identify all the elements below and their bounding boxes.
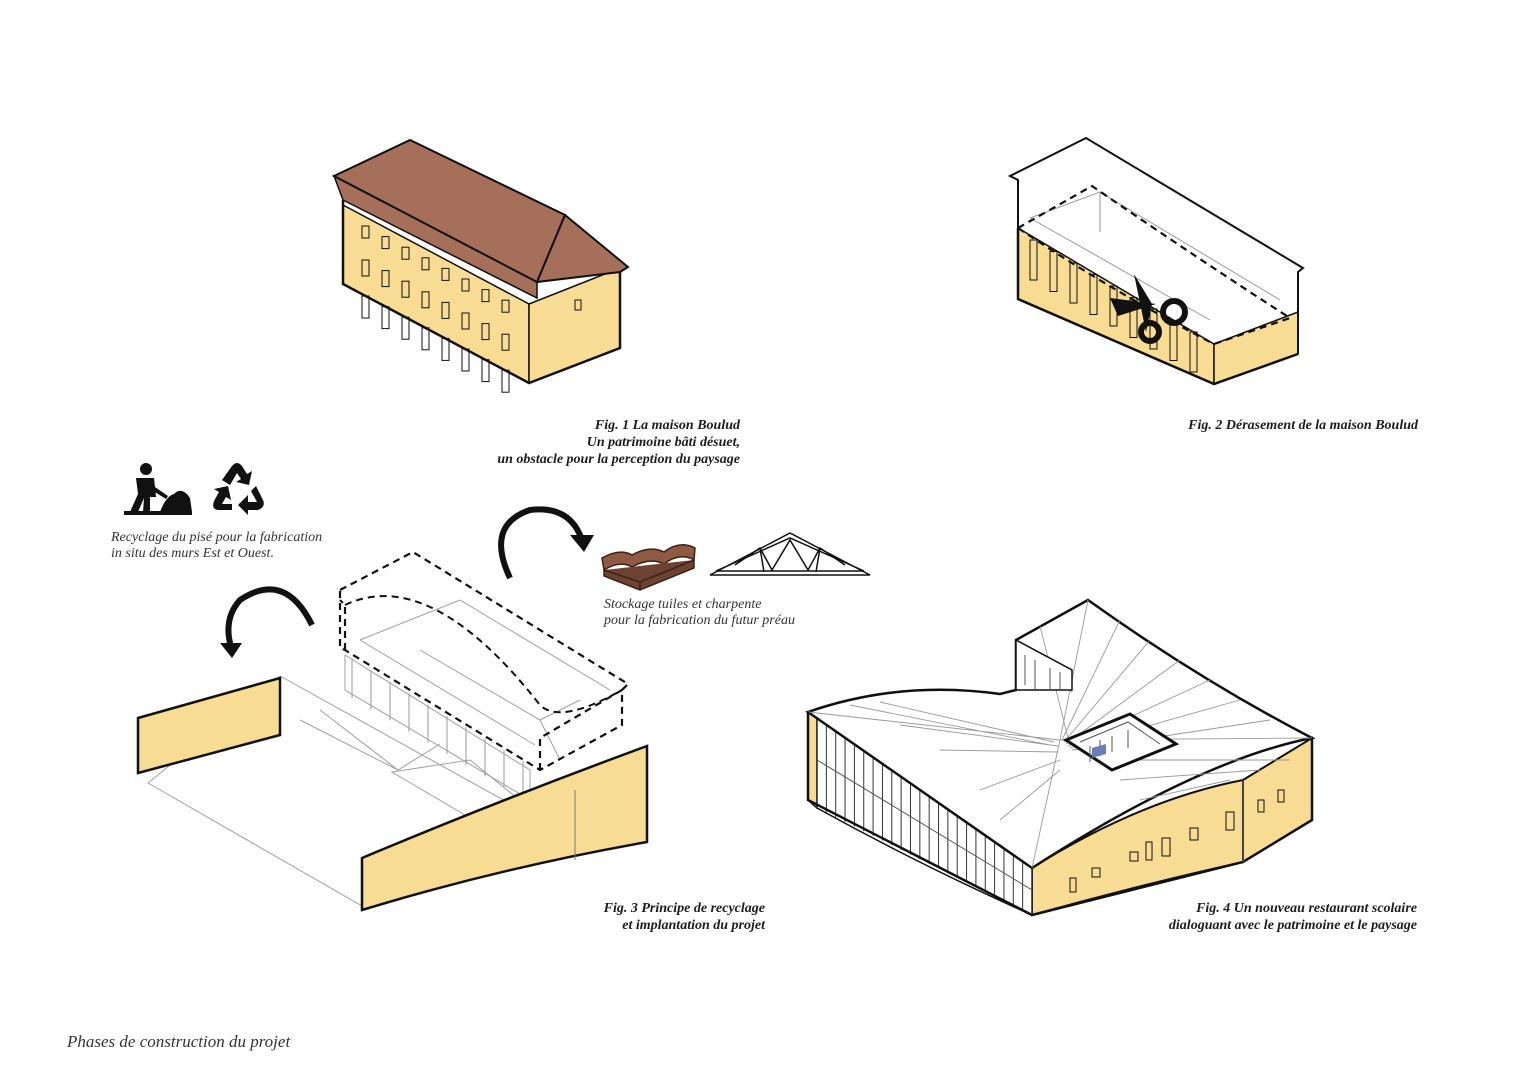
fig2-short-wall (1213, 310, 1299, 386)
fig1-window-gable (574, 299, 582, 311)
fig1-window-ground (401, 316, 410, 340)
fig2-window-stub (1029, 239, 1038, 281)
fig2-window-stub (1129, 297, 1138, 338)
fig1-caption-line3: un obstacle pour la perception du paysag… (497, 452, 740, 467)
fig1-caption: Fig. 1 La maison Boulud Un patrimoine bâ… (400, 417, 740, 468)
fig3-caption: Fig. 3 Principe de recyclage et implanta… (480, 900, 765, 934)
fig4-north-annex (1015, 638, 1073, 691)
fig1-window-lower (361, 259, 370, 277)
fig2-caption-line1: Fig. 2 Dérasement de la maison Boulud (1188, 418, 1418, 433)
fig2-removed-volume (1007, 136, 1305, 354)
fig4-west-pise-strip (807, 710, 818, 810)
fig4-wall-window (1129, 851, 1139, 862)
fig1-window-ground (361, 295, 370, 319)
fig1-window-lower (401, 280, 410, 298)
rotate-arrow-head-2 (570, 535, 594, 552)
fig1-window-upper (461, 278, 470, 292)
fig1-caption-line2: Un patrimoine bâti désuet, (586, 435, 740, 450)
fig1-window-lower (381, 270, 390, 288)
fig2-window-stub (1069, 262, 1078, 304)
rotate-arrow-head (220, 643, 242, 658)
fig4-building (805, 598, 1316, 917)
fig3-caption-line2: et implantation du projet (622, 918, 765, 933)
fig1-window-upper (441, 267, 450, 281)
fig4-wall-window (1069, 877, 1077, 893)
fig4-wall-window (1225, 811, 1235, 831)
fig3-caption-line1: Fig. 3 Principe de recyclage (603, 901, 765, 916)
fig4-wall-window (1145, 841, 1153, 861)
fig3-dashed-volume (338, 550, 630, 772)
fig4-caption-line1: Fig. 4 Un nouveau restaurant scolaire (1196, 901, 1417, 916)
fig1-house (331, 138, 630, 393)
rotate-arrow-icon (225, 586, 315, 651)
fig1-window-ground (501, 369, 510, 393)
fig1-window-ground (421, 327, 430, 351)
roof-truss-icon (709, 532, 871, 576)
fig1-window-lower (421, 291, 430, 309)
fig1-window-upper (481, 289, 490, 303)
fig1-window-ground (461, 348, 470, 372)
fig4-wall-window (1277, 789, 1285, 803)
fig1-outline (341, 200, 622, 385)
recycling-note: Recyclage du pisé pour la fabrication in… (111, 530, 371, 562)
recycling-note-line2: in situ des murs Est et Ouest. (111, 546, 274, 561)
fig1-window-upper (501, 299, 510, 313)
scissors-icon (1110, 274, 1188, 344)
fig2-window-stub (1089, 274, 1098, 315)
fig1-window-ground (441, 337, 450, 361)
fig1-window-upper (381, 236, 390, 250)
fig4-caption-line2: dialoguant avec le patrimoine et le pays… (1168, 918, 1417, 933)
fig4-wall-window (1189, 827, 1199, 841)
fig2-window-stub (1189, 331, 1198, 373)
worker-digging-icon (124, 463, 192, 515)
fig4-caption: Fig. 4 Un nouveau restaurant scolaire di… (1060, 900, 1417, 934)
fig4-base-outline (806, 712, 1314, 917)
page-title: Phases de construction du projet (67, 1032, 291, 1051)
fig1-window-lower (441, 301, 450, 319)
fig1-window-lower (501, 333, 510, 351)
fig1-window-upper (401, 246, 410, 260)
storage-note: Stockage tuiles et charpente pour la fab… (604, 597, 864, 629)
fig2-house (1007, 136, 1305, 386)
fig4-mullions (816, 718, 1033, 915)
fig3-west-pise-wall (136, 676, 282, 775)
fig4-transom (816, 759, 1033, 891)
fig3-dashed-inner (344, 595, 623, 714)
roof-tile-icon (601, 544, 696, 591)
recycling-note-line1: Recyclage du pisé pour la fabrication (111, 530, 323, 545)
storage-note-line2: pour la fabrication du futur préau (604, 613, 795, 628)
fig1-windows (361, 225, 582, 393)
fig3-existing-walls (344, 599, 611, 801)
fig1-window-upper (361, 225, 370, 239)
fig2-caption: Fig. 2 Dérasement de la maison Boulud (1080, 417, 1418, 434)
fig1-roof-hip (535, 213, 630, 284)
fig2-base-outline (1016, 228, 1299, 386)
fig2-dashed-cut-line (1017, 184, 1293, 346)
fig1-window-lower (461, 312, 470, 330)
fig4-windows (1069, 789, 1285, 893)
fig4-wall-window (1257, 799, 1265, 813)
fig1-window-lower (481, 323, 490, 341)
storage-note-line1: Stockage tuiles et charpente (604, 597, 762, 612)
fig2-window-stub (1049, 251, 1058, 292)
fig3-columns (351, 660, 524, 799)
recycle-icon (213, 463, 264, 515)
fig4-wall-window (1161, 837, 1171, 857)
fig1-window-ground (481, 359, 490, 383)
fig4-wall-window (1091, 867, 1101, 878)
fig3-east-pise-wall (360, 744, 649, 912)
fig1-window-upper (421, 257, 430, 271)
fig1-caption-line1: Fig. 1 La maison Boulud (594, 418, 740, 433)
fig3-diagram (136, 506, 649, 912)
rotate-arrow-icon-2 (498, 506, 585, 580)
fig1-window-ground (381, 306, 390, 330)
